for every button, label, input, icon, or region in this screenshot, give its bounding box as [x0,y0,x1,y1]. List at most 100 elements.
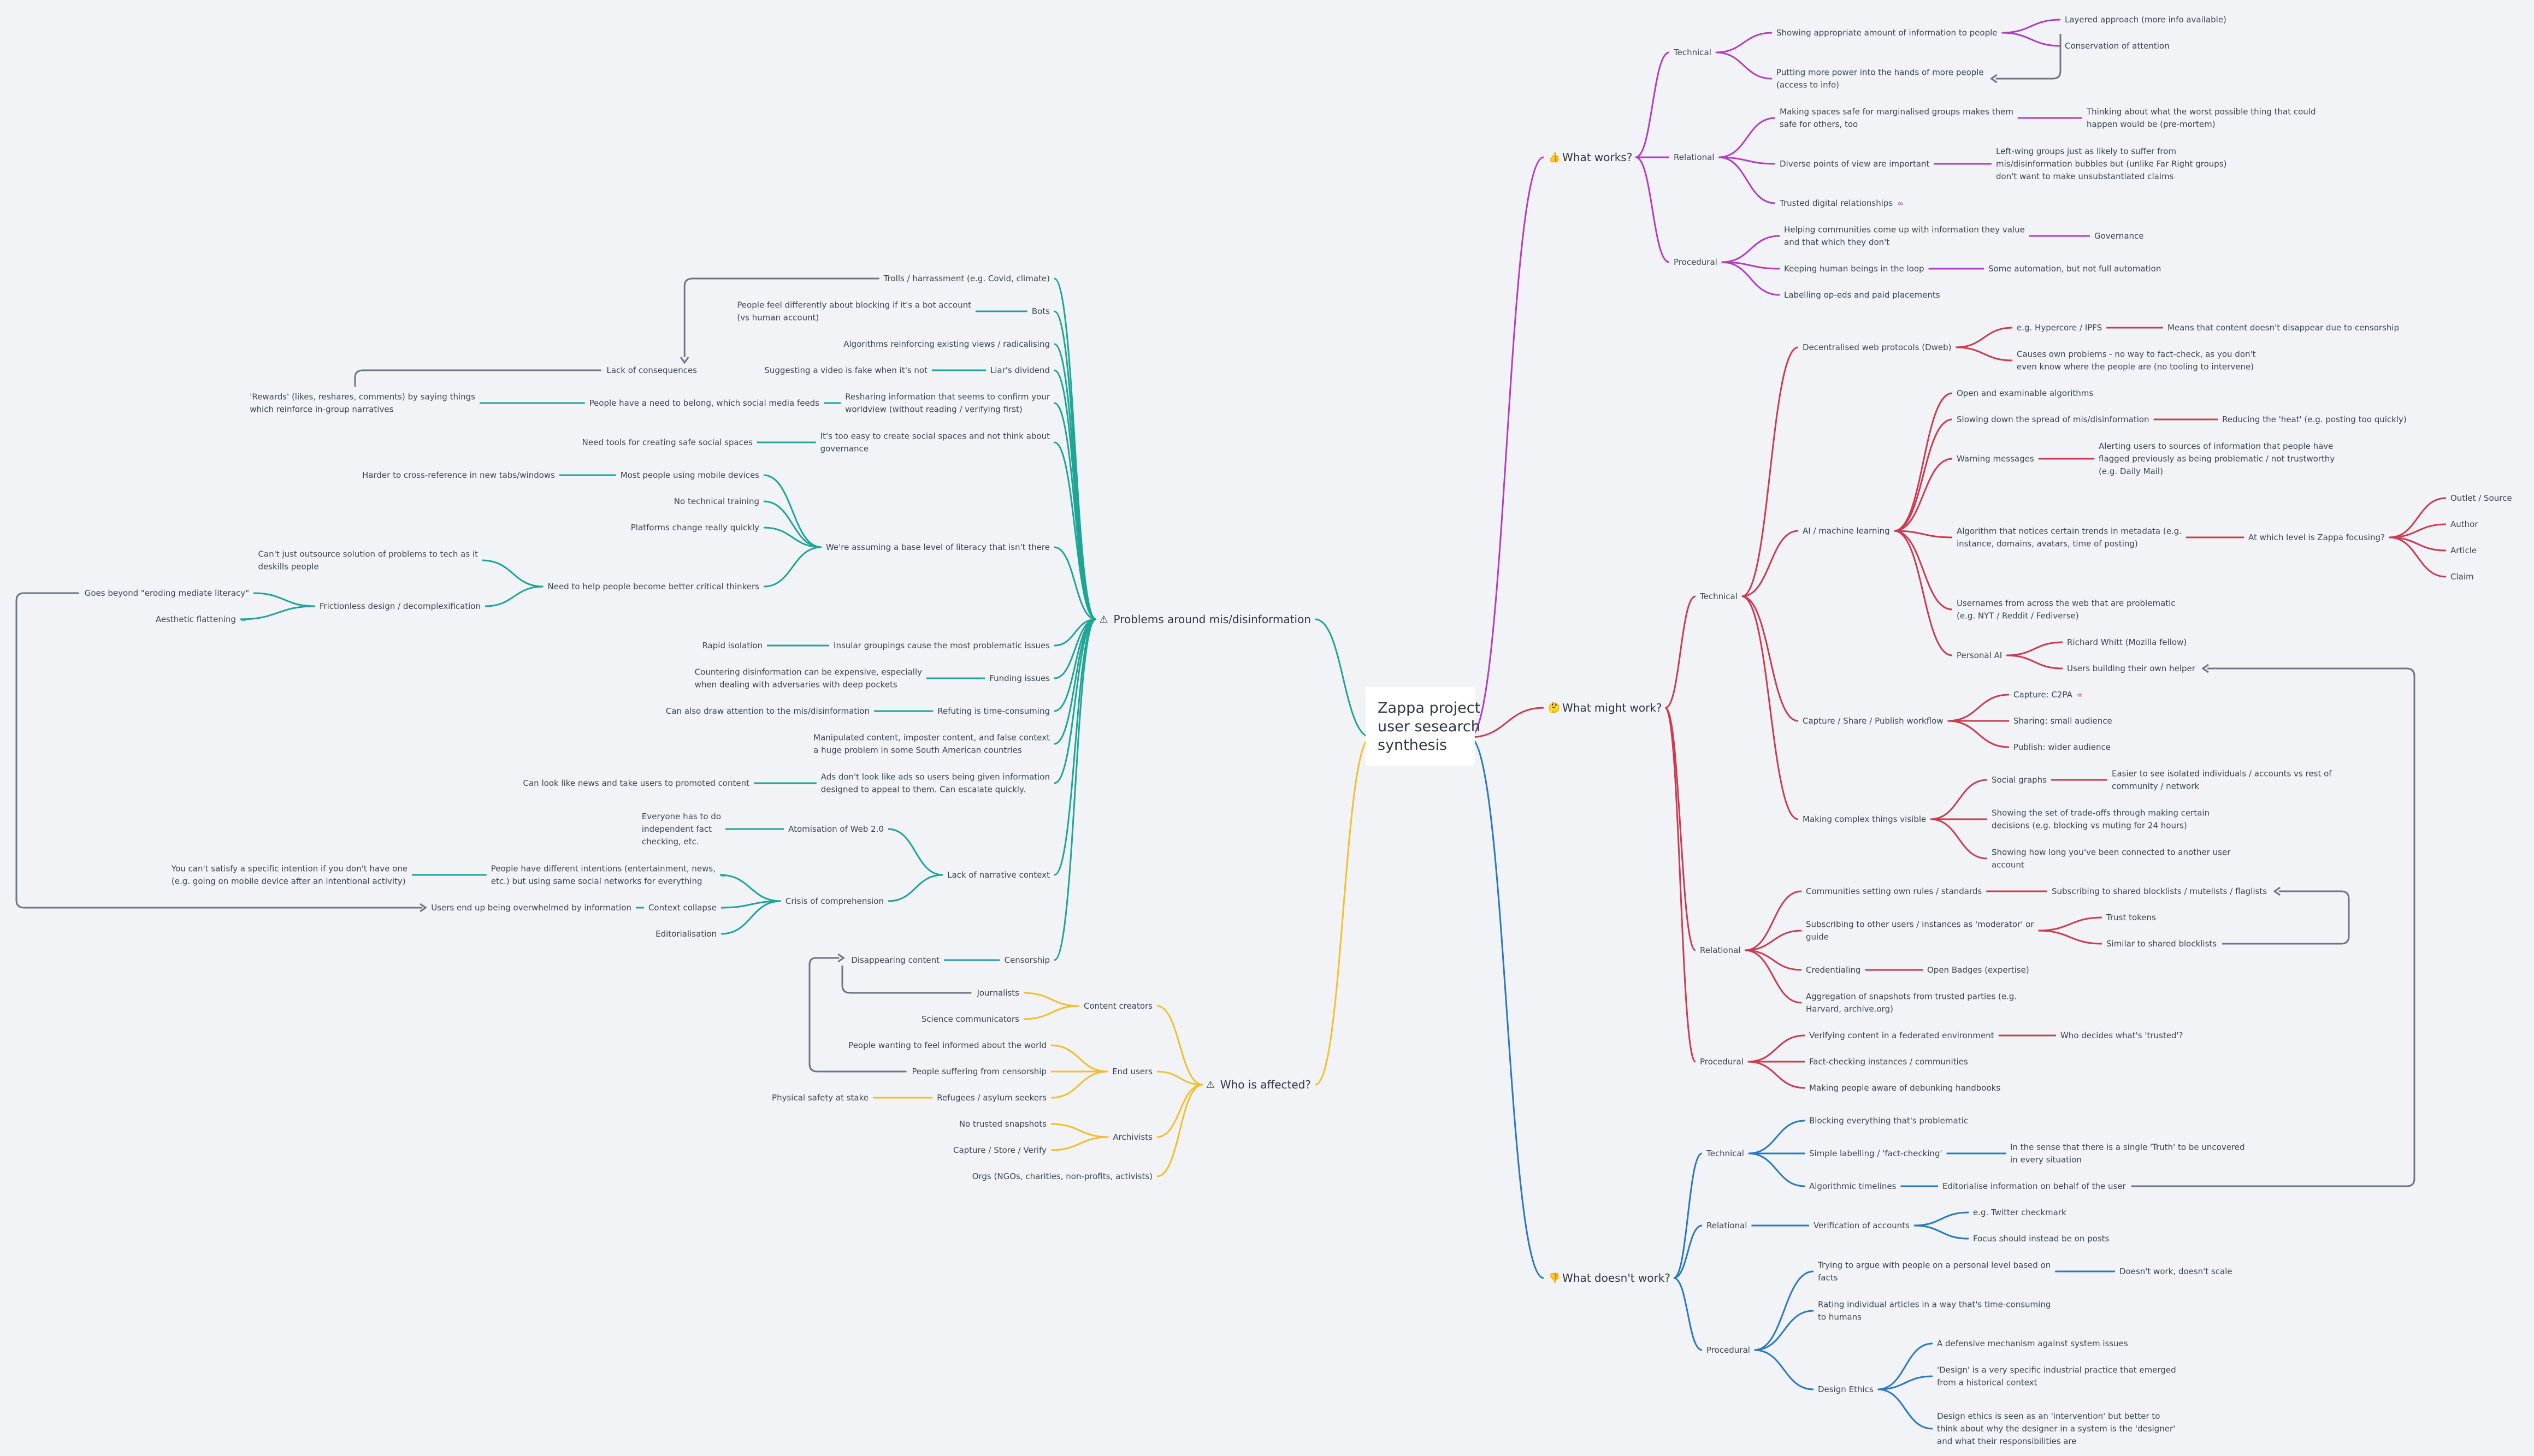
branch-doesnt[interactable]: What doesn't work? [1562,1271,1670,1285]
node-m-badges[interactable]: Open Badges (expertise) [1927,965,2029,975]
node-w-layered[interactable]: Layered approach (more info available) [2065,15,2226,25]
node-w-governance[interactable]: Governance [2094,231,2144,241]
node-m-credential[interactable]: Credentialing [1806,965,1860,975]
node-m-richard[interactable]: Richard Whitt (Mozilla fellow) [2067,637,2187,647]
node-w-left[interactable]: Left-wing groups just as likely to suffe… [1996,146,2226,181]
node-m-capture[interactable]: Capture / Share / Publish workflow [1803,716,1944,726]
node-m-easier[interactable]: Easier to see isolated individuals / acc… [2112,769,2332,791]
node-d-blocking[interactable]: Blocking everything that's problematic [1809,1116,1968,1126]
node-w-safe[interactable]: Making spaces safe for marginalised grou… [1780,107,2013,129]
node-a-endusers[interactable]: End users [1112,1067,1153,1076]
node-p-narrative[interactable]: Lack of narrative context [947,870,1050,880]
node-p-manipulated[interactable]: Manipulated content, imposter content, a… [813,733,1050,755]
node-w-proc[interactable]: Procedural [1674,257,1717,267]
node-m-warning[interactable]: Warning messages [1957,454,2034,464]
node-w-worst[interactable]: Thinking about what the worst possible t… [2086,107,2316,129]
node-d-rating[interactable]: Rating individual articles in a way that… [1818,1300,2051,1322]
node-m-ai[interactable]: AI / machine learning [1803,526,1890,536]
link-icon[interactable]: ∞ [240,615,247,624]
node-w-rel[interactable]: Relational [1674,152,1714,162]
node-m-factcheck[interactable]: Fact-checking instances / communities [1809,1057,1968,1067]
node-m-handbooks[interactable]: Making people aware of debunking handboo… [1809,1083,2000,1093]
node-a-archivists[interactable]: Archivists [1113,1132,1153,1142]
node-p-countering[interactable]: Countering disinformation can be expensi… [695,667,922,690]
node-m-level[interactable]: At which level is Zappa focusing? [2248,532,2385,542]
node-m-building[interactable]: Users building their own helper [2067,664,2196,673]
node-m-graphs[interactable]: Social graphs [1992,775,2047,785]
node-p-belong[interactable]: People have a need to belong, which soci… [589,398,820,408]
node-p-harder[interactable]: Harder to cross-reference in new tabs/wi… [362,470,555,480]
node-p-trolls[interactable]: Trolls / harrassment (e.g. Covid, climat… [883,274,1050,283]
node-a-informed[interactable]: People wanting to feel informed about th… [848,1040,1047,1050]
node-d-ethics[interactable]: Design Ethics [1818,1384,1874,1394]
node-p-outsource[interactable]: Can't just outsource solution of problem… [258,549,478,572]
node-m-c2pa[interactable]: Capture: C2PA [2013,690,2073,700]
node-p-friction[interactable]: Frictionless design / decomplexification [320,601,481,611]
node-w-power[interactable]: Putting more power into the hands of mor… [1776,68,1984,90]
link-icon[interactable]: ∞ [720,871,726,880]
node-p-editorial[interactable]: Editorialisation [655,929,717,939]
node-m-similar[interactable]: Similar to shared blocklists [2106,939,2217,949]
node-d-intervention[interactable]: Design ethics is seen as an 'interventio… [1937,1411,2175,1446]
node-a-science[interactable]: Science communicators [922,1014,1019,1024]
node-m-personal[interactable]: Personal AI [1957,650,2002,660]
node-p-censorship[interactable]: Censorship [1005,955,1050,965]
node-m-publish[interactable]: Publish: wider audience [2013,742,2111,752]
link-icon[interactable]: ∞ [1897,199,1904,208]
node-m-moderator[interactable]: Subscribing to other users / instances a… [1806,920,2034,942]
node-d-tech[interactable]: Technical [1706,1149,1744,1158]
branch-what-works[interactable]: What works? [1562,151,1632,164]
node-a-suffering[interactable]: People suffering from censorship [912,1067,1047,1076]
node-m-blocklists[interactable]: Subscribing to shared blocklists / mutel… [2052,886,2267,896]
node-d-proc[interactable]: Procedural [1706,1345,1750,1355]
node-p-intentions[interactable]: People have different intentions (entert… [491,864,716,886]
node-d-twitter[interactable]: e.g. Twitter checkmark [1973,1208,2066,1217]
node-p-liar-c[interactable]: Suggesting a video is fake when it's not [764,365,928,375]
node-m-causes[interactable]: Causes own problems - no way to fact-che… [2017,350,2256,372]
node-m-rules[interactable]: Communities setting own rules / standard… [1806,886,1982,896]
node-m-howlong[interactable]: Showing how long you've been connected t… [1992,848,2231,870]
branch-affected[interactable]: Who is affected? [1220,1078,1311,1091]
node-m-proc[interactable]: Procedural [1700,1057,1744,1067]
node-p-atom[interactable]: Atomisation of Web 2.0 [788,824,884,834]
node-m-rel[interactable]: Relational [1700,945,1740,955]
node-d-timelines[interactable]: Algorithmic timelines [1809,1181,1897,1191]
node-m-tokens[interactable]: Trust tokens [2106,913,2156,922]
node-m-heat[interactable]: Reducing the 'heat' (e.g. posting too qu… [2222,415,2407,424]
node-d-design[interactable]: 'Design' is a very specific industrial p… [1937,1365,2176,1388]
node-w-labelling[interactable]: Labelling op-eds and paid placements [1784,290,1940,300]
node-m-article[interactable]: Article [2450,546,2477,555]
node-w-keeping[interactable]: Keeping human beings in the loop [1784,264,1924,274]
node-m-tradeoffs[interactable]: Showing the set of trade-offs through ma… [1992,808,2210,831]
node-p-overwhelmed[interactable]: Users end up being overwhelmed by inform… [431,903,631,913]
node-p-lookslike[interactable]: Can look like news and take users to pro… [523,778,750,788]
node-p-critical[interactable]: Need to help people become better critic… [548,582,760,591]
node-w-helping[interactable]: Helping communities come up with informa… [1784,225,2025,247]
node-d-truth[interactable]: In the sense that there is a single 'Tru… [2010,1143,2245,1165]
node-a-snapshots[interactable]: No trusted snapshots [959,1119,1047,1129]
link-icon[interactable]: ∞ [2077,691,2083,700]
node-m-open[interactable]: Open and examinable algorithms [1957,388,2093,398]
node-p-notraining[interactable]: No technical training [674,496,759,506]
node-a-refugees[interactable]: Refugees / asylum seekers [937,1093,1047,1103]
node-d-argue[interactable]: Trying to argue with people on a persona… [1817,1260,2051,1283]
node-p-collapse[interactable]: Context collapse [648,903,717,913]
node-d-defensive[interactable]: A defensive mechanism against system iss… [1937,1339,2128,1348]
node-m-claim[interactable]: Claim [2450,572,2474,582]
node-m-alerting[interactable]: Alerting users to sources of information… [2099,441,2335,476]
node-d-verification[interactable]: Verification of accounts [1814,1221,1910,1230]
node-m-dweb[interactable]: Decentralised web protocols (Dweb) [1803,342,1952,352]
node-p-goes[interactable]: Goes beyond "eroding mediate literacy" [85,588,249,598]
node-w-tech[interactable]: Technical [1673,48,1711,57]
node-a-journalists[interactable]: Journalists [976,988,1019,998]
node-m-means[interactable]: Means that content doesn't disappear due… [2167,323,2399,333]
node-p-ads[interactable]: Ads don't look like ads so users being g… [821,772,1050,795]
node-m-usernames[interactable]: Usernames from across the web that are p… [1957,599,2176,621]
node-p-crisis[interactable]: Crisis of comprehension [785,896,884,906]
node-a-physical[interactable]: Physical safety at stake [772,1093,869,1103]
node-w-showing[interactable]: Showing appropriate amount of informatio… [1776,28,1998,38]
node-w-diverse[interactable]: Diverse points of view are important [1780,159,1929,169]
node-p-lack[interactable]: Lack of consequences [606,365,697,375]
node-m-sharing[interactable]: Sharing: small audience [2013,716,2112,726]
node-m-verifying[interactable]: Verifying content in a federated environ… [1809,1031,1994,1040]
